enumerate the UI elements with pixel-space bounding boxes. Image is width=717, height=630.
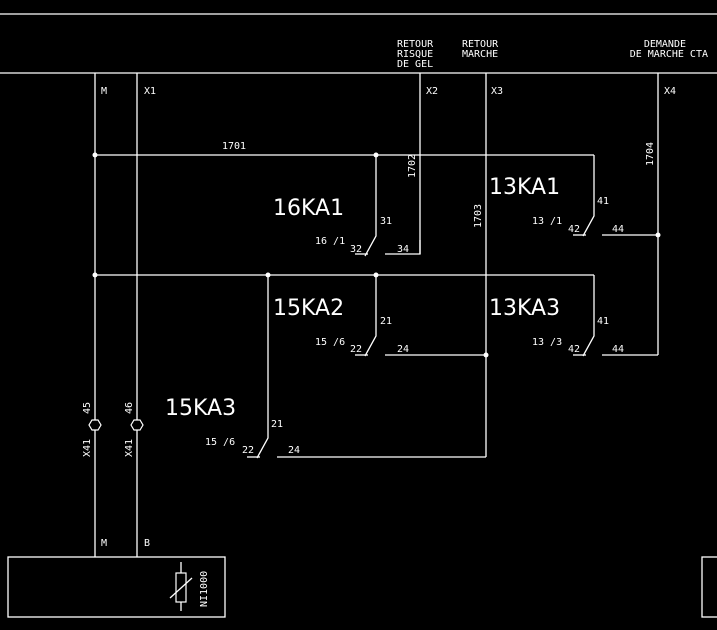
sensor-pin-b: B: [144, 538, 150, 549]
relay-contact-15ka2: 15KA2 21 22 24 15 /6: [273, 275, 486, 357]
pin-no: 24: [288, 445, 300, 456]
header-demande-marche: DEMANDE DE MARCHE CTA: [630, 39, 708, 60]
column-label-x4: X4: [664, 86, 676, 97]
pin-common: 21: [380, 316, 392, 327]
thermistor-icon: [169, 562, 193, 611]
header-retour-marche: RETOUR MARCHE: [462, 39, 499, 60]
header-line: RETOUR: [462, 39, 499, 50]
pin-no: 44: [612, 224, 624, 235]
terminal-46: 46 X41: [124, 402, 144, 457]
pin-no: 34: [397, 244, 409, 255]
pin-common: 31: [380, 216, 392, 227]
relay-ref: 13 /3: [532, 337, 562, 348]
pin-nc: 22: [350, 344, 362, 355]
relay-ref: 15 /6: [315, 337, 345, 348]
column-label-x1: X1: [144, 86, 156, 97]
terminal-strip: X41: [82, 439, 93, 457]
relay-ref: 13 /1: [532, 216, 562, 227]
relay-name: 16KA1: [273, 196, 344, 221]
pin-common: 21: [271, 419, 283, 430]
terminal-symbol: [130, 419, 144, 431]
contact-no-wire: [385, 240, 421, 255]
relay-contact-16ka1: 16KA1 31 32 34 16 /1: [273, 155, 421, 257]
column-label-x2: X2: [426, 86, 438, 97]
wire-label-1702: 1702: [407, 154, 418, 178]
relay-ref: 15 /6: [205, 437, 235, 448]
header-line: DEMANDE: [644, 39, 686, 50]
junction-dot: [92, 152, 98, 158]
pin-nc: 42: [568, 224, 580, 235]
header-line: RETOUR: [397, 39, 434, 50]
header-retour-risque-gel: RETOUR RISQUE DE GEL: [397, 39, 434, 70]
contact-switch: [582, 275, 595, 357]
sensor-pin-m: M: [101, 538, 107, 549]
pin-common: 41: [597, 316, 609, 327]
relay-name: 15KA2: [273, 296, 344, 321]
terminal-symbol: [88, 419, 102, 431]
header-line: MARCHE: [462, 49, 498, 60]
relay-name: 13KA1: [489, 175, 560, 200]
pin-common: 41: [597, 196, 609, 207]
wire-label-1701: 1701: [222, 141, 246, 152]
header-line: DE GEL: [397, 59, 433, 70]
terminal-number: 46: [124, 402, 135, 414]
terminal-number: 45: [82, 402, 93, 414]
terminal-strip: X41: [124, 439, 135, 457]
pin-nc: 42: [568, 344, 580, 355]
junction-dot: [92, 272, 98, 278]
column-label-x3: X3: [491, 86, 503, 97]
terminal-45: 45 X41: [82, 402, 102, 457]
relay-name: 15KA3: [165, 396, 236, 421]
contact-switch: [256, 275, 269, 459]
relay-contact-13ka3: 13KA3 41 42 44 13 /3: [489, 275, 658, 357]
pin-no: 24: [397, 344, 409, 355]
pin-nc: 32: [350, 244, 362, 255]
contact-switch: [364, 155, 377, 257]
header-line: RISQUE: [397, 49, 433, 60]
sensor-type: NI1000: [199, 571, 210, 607]
column-label-m: M: [101, 86, 107, 97]
relay-contact-13ka1: 13KA1 41 42 44 13 /1: [489, 155, 658, 237]
sensor-box: NI1000: [7, 556, 226, 618]
relay-name: 13KA3: [489, 296, 560, 321]
contact-switch: [582, 155, 595, 237]
wire-label-1703: 1703: [473, 204, 484, 228]
relay-contact-15ka3: 15KA3 21 22 24 15 /6: [165, 275, 486, 459]
pin-nc: 22: [242, 445, 254, 456]
sensor-enclosure: [7, 556, 226, 618]
wire-label-1704: 1704: [645, 142, 656, 166]
relay-ref: 16 /1: [315, 236, 345, 247]
header-line: DE MARCHE CTA: [630, 49, 708, 60]
contact-switch: [364, 275, 377, 357]
adjacent-box: [701, 556, 717, 618]
pin-no: 44: [612, 344, 624, 355]
